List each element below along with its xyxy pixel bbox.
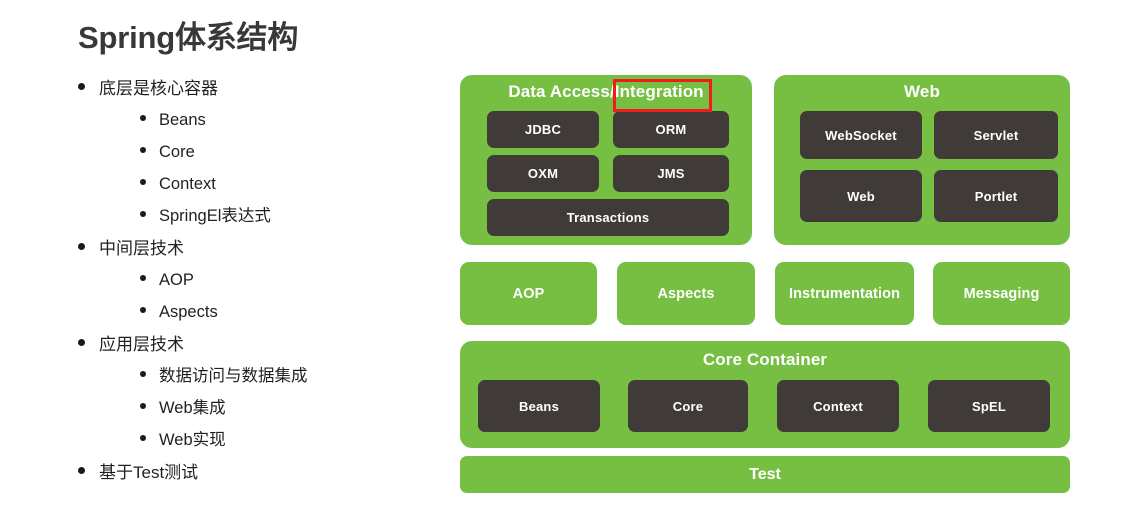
slide-left-column: Spring体系结构 底层是核心容器 Beans Core Context Sp… (0, 0, 450, 515)
module-core[interactable]: Core (628, 380, 748, 432)
list-item-label: Web实现 (159, 431, 226, 449)
list-item: Aspects (140, 304, 448, 336)
bullet-icon (78, 83, 85, 90)
list-item: Web实现 (140, 432, 448, 464)
list-item-label: Core (159, 143, 195, 161)
panel-title-data-access-integration: Data Access/Integration (508, 82, 704, 101)
page-title: Spring体系结构 (78, 20, 299, 55)
outline-list: 底层是核心容器 Beans Core Context SpringEl表达式 中… (78, 80, 448, 496)
panel-web: Web WebSocket Servlet Web Portlet (774, 75, 1070, 245)
list-item-label: Aspects (159, 303, 218, 321)
bullet-icon (140, 307, 146, 313)
module-messaging[interactable]: Messaging (933, 262, 1070, 325)
panel-title-core-container: Core Container (702, 350, 828, 369)
module-instrumentation[interactable]: Instrumentation (775, 262, 914, 325)
list-item: AOP (140, 272, 448, 304)
bullet-icon (140, 435, 146, 441)
bullet-icon (140, 179, 146, 185)
panel-data-access-integration: Data Access/Integration JDBC ORM OXM JMS… (460, 75, 752, 245)
list-item-label: Beans (159, 111, 206, 129)
module-portlet[interactable]: Portlet (934, 170, 1058, 222)
list-item: Web集成 (140, 400, 448, 432)
list-item: Context (140, 176, 448, 208)
list-item: 基于Test测试 (78, 464, 448, 496)
list-item: 应用层技术 (78, 336, 448, 368)
list-item-label: 应用层技术 (99, 335, 184, 354)
module-spel[interactable]: SpEL (928, 380, 1050, 432)
list-item-label: 中间层技术 (99, 239, 184, 258)
list-item-label: 数据访问与数据集成 (159, 367, 308, 385)
module-aop[interactable]: AOP (460, 262, 597, 325)
module-transactions[interactable]: Transactions (487, 199, 729, 236)
bullet-icon (78, 339, 85, 346)
bullet-icon (140, 371, 146, 377)
list-item-label: 基于Test测试 (99, 463, 199, 482)
module-oxm[interactable]: OXM (487, 155, 599, 192)
list-item-label: 底层是核心容器 (99, 79, 218, 98)
module-test[interactable]: Test (460, 456, 1070, 493)
spring-architecture-diagram: Data Access/Integration JDBC ORM OXM JMS… (460, 75, 1070, 495)
bullet-icon (140, 147, 146, 153)
list-item-label: Context (159, 175, 216, 193)
bullet-icon (140, 211, 146, 217)
list-item: Core (140, 144, 448, 176)
panel-title-web: Web (904, 82, 940, 101)
module-aspects[interactable]: Aspects (617, 262, 755, 325)
list-item: Beans (140, 112, 448, 144)
list-item: 数据访问与数据集成 (140, 368, 448, 400)
module-websocket[interactable]: WebSocket (800, 111, 922, 159)
panel-core-container: Core Container Beans Core Context SpEL (460, 341, 1070, 448)
bullet-icon (140, 275, 146, 281)
list-item-label: SpringEl表达式 (159, 207, 271, 225)
module-web[interactable]: Web (800, 170, 922, 222)
bullet-icon (140, 403, 146, 409)
module-orm[interactable]: ORM (613, 111, 729, 148)
list-item-label: AOP (159, 271, 194, 289)
list-item-label: Web集成 (159, 399, 226, 417)
bullet-icon (140, 115, 146, 121)
module-jdbc[interactable]: JDBC (487, 111, 599, 148)
list-item: 中间层技术 (78, 240, 448, 272)
list-item: 底层是核心容器 (78, 80, 448, 112)
module-beans[interactable]: Beans (478, 380, 600, 432)
module-context[interactable]: Context (777, 380, 899, 432)
bullet-icon (78, 243, 85, 250)
module-servlet[interactable]: Servlet (934, 111, 1058, 159)
list-item: SpringEl表达式 (140, 208, 448, 240)
module-jms[interactable]: JMS (613, 155, 729, 192)
bullet-icon (78, 467, 85, 474)
